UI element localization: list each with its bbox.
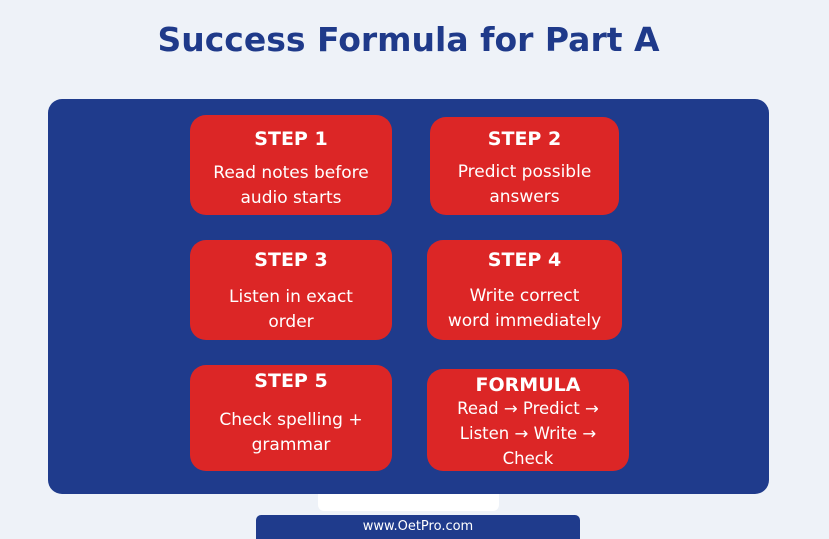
formula-heading: FORMULA — [475, 374, 581, 396]
step-2-line-2: answers — [489, 187, 560, 207]
website-link[interactable]: www.OetPro.com — [362, 519, 474, 534]
step-2-card: STEP 2 Predict possible answers — [430, 117, 619, 215]
step-1-line-2: audio starts — [240, 188, 342, 208]
step-1-description: Read notes before audio starts — [190, 161, 392, 211]
step-4-description: Write correct word immediately — [427, 284, 622, 334]
formula-description: Read → Predict → Listen → Write → Check — [427, 396, 629, 471]
step-2-heading: STEP 2 — [487, 128, 562, 150]
step-5-line-1: Check spelling + — [219, 410, 363, 430]
step-1-heading: STEP 1 — [254, 128, 328, 150]
step-3-heading: STEP 3 — [254, 249, 328, 271]
step-5-line-2: grammar — [251, 435, 331, 455]
step-3-line-1: Listen in exact — [229, 287, 353, 307]
steps-panel — [48, 99, 769, 494]
step-3-card: STEP 3 Listen in exact order — [190, 240, 392, 340]
decorative-white-bar — [318, 494, 499, 511]
step-5-card: STEP 5 Check spelling + grammar — [190, 365, 392, 471]
step-1-line-1: Read notes before — [213, 163, 369, 183]
page-title: Success Formula for Part A — [157, 20, 660, 59]
step-4-line-1: Write correct — [469, 286, 580, 306]
footer-website-bar: www.OetPro.com — [256, 515, 580, 539]
step-2-line-1: Predict possible — [457, 162, 592, 182]
step-2-description: Predict possible answers — [430, 160, 619, 210]
step-5-heading: STEP 5 — [254, 370, 328, 392]
step-4-heading: STEP 4 — [487, 249, 562, 271]
step-3-line-2: order — [268, 312, 314, 332]
formula-line-1: Read → Predict → — [457, 399, 599, 418]
formula-card: FORMULA Read → Predict → Listen → Write … — [427, 369, 629, 471]
formula-line-2: Listen → Write → — [459, 424, 597, 443]
formula-line-3: Check — [502, 449, 554, 468]
step-4-card: STEP 4 Write correct word immediately — [427, 240, 622, 340]
step-1-card: STEP 1 Read notes before audio starts — [190, 115, 392, 215]
step-4-line-2: word immediately — [447, 311, 602, 331]
step-3-description: Listen in exact order — [190, 285, 392, 335]
step-5-description: Check spelling + grammar — [190, 408, 392, 458]
